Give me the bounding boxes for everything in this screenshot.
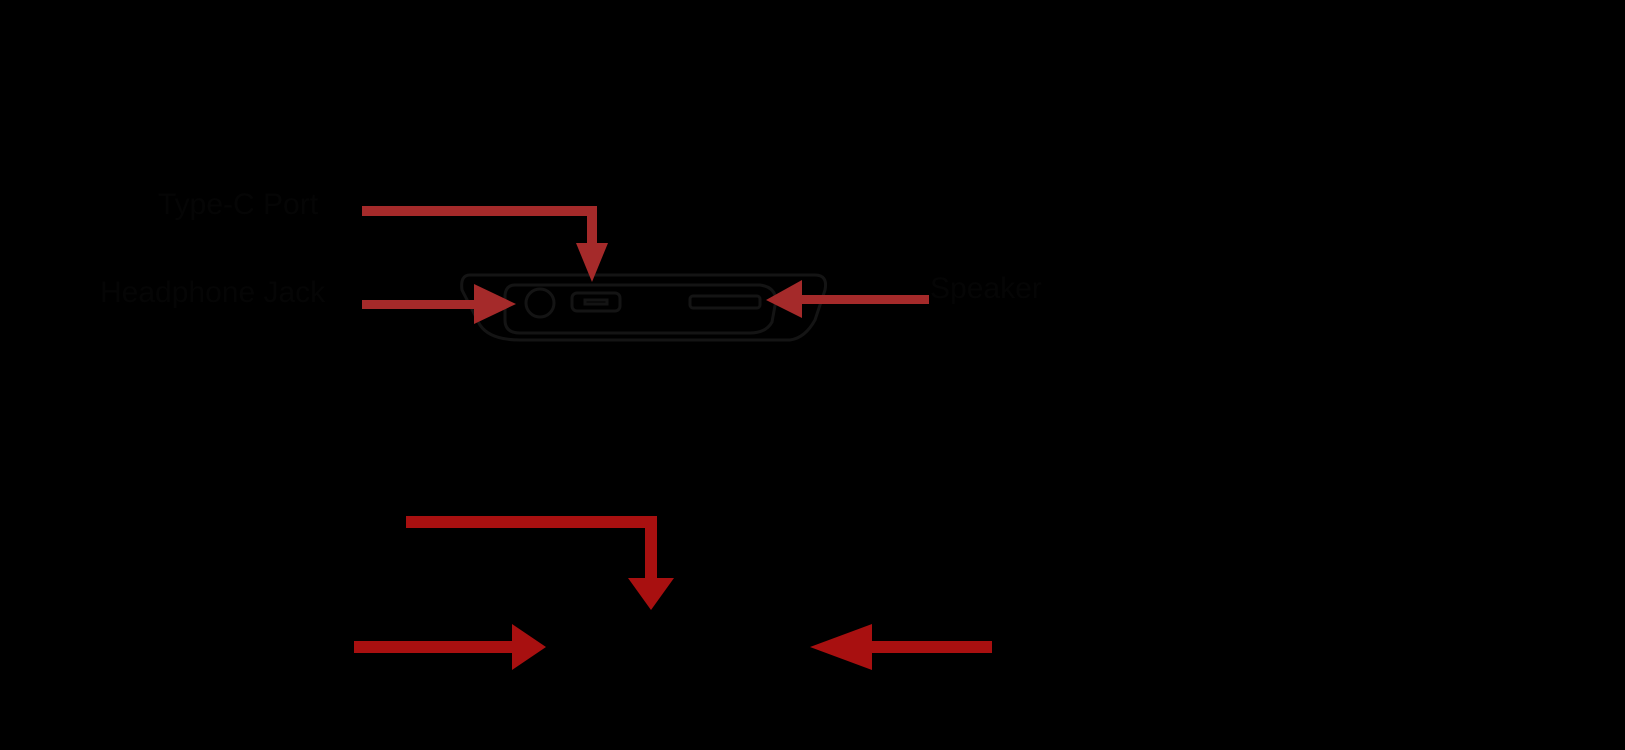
arrow-to-speaker	[766, 280, 929, 318]
phone-bottom-edge-icon	[460, 273, 827, 342]
arrow-to-type-c-port	[362, 206, 608, 282]
arrow-top-bottom-diagram	[406, 516, 674, 610]
label-type-c-port: Type-C Port	[158, 188, 319, 221]
arrow-left-bottom-diagram	[354, 624, 546, 670]
label-speaker: Speaker	[930, 272, 1042, 305]
arrow-to-headphone-jack	[362, 284, 516, 324]
arrow-right-bottom-diagram	[810, 624, 992, 670]
label-headphone-jack: Headphone Jack	[100, 276, 326, 309]
